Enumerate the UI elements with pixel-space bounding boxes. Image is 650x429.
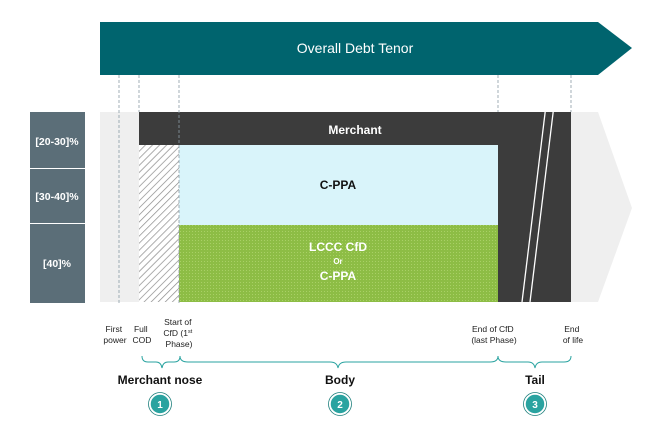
full-cod-label: Full COD [133,324,152,345]
lccc-label-or: Or [333,257,342,266]
overall-debt-tenor-label: Overall Debt Tenor [297,40,414,56]
tail-block [498,112,571,302]
lccc-label-line2: C-PPA [320,269,357,283]
timeline-markers [118,75,572,303]
timeline-labels: First power Full COD Start of CfD (1st P… [103,317,583,349]
phase-label-merchant-nose: Merchant nose [118,373,203,387]
merchant-label: Merchant [328,123,381,137]
svg-text:1: 1 [157,400,163,411]
lccc-cfd-block [179,225,498,302]
break-line-2 [529,96,556,303]
phase-circle-2: 2 [328,392,352,416]
share-label-2: [30-40]% [35,191,79,203]
phase-circle-1: 1 [148,392,172,416]
merchant-nose-hatch [139,145,179,302]
phase-label-body: Body [325,373,355,387]
share-label-3: [40]% [43,258,72,270]
end-cfd-label: End of CfD (last Phase) [471,324,517,345]
start-cfd-label: Start of CfD (1st Phase) [163,317,194,349]
share-label-1: [20-30]% [35,136,79,148]
first-power-label: First power [103,324,126,345]
lccc-label-line1: LCCC CfD [309,240,367,254]
svg-text:3: 3 [532,400,538,411]
end-life-label: End of life [563,324,584,345]
phase-braces [141,355,572,369]
share-box-1 [30,112,85,168]
brace-merchant-nose [141,355,181,369]
share-box-2 [30,169,85,223]
cppa-block [179,145,498,225]
svg-text:2: 2 [337,400,343,411]
brace-body [179,355,499,369]
brace-tail [497,355,572,369]
share-box-3 [30,224,85,303]
overall-debt-tenor-arrow [100,22,632,75]
break-line-1 [521,96,548,303]
cppa-label: C-PPA [320,178,357,192]
phase-circle-3: 3 [523,392,547,416]
phase-label-tail: Tail [525,373,545,387]
